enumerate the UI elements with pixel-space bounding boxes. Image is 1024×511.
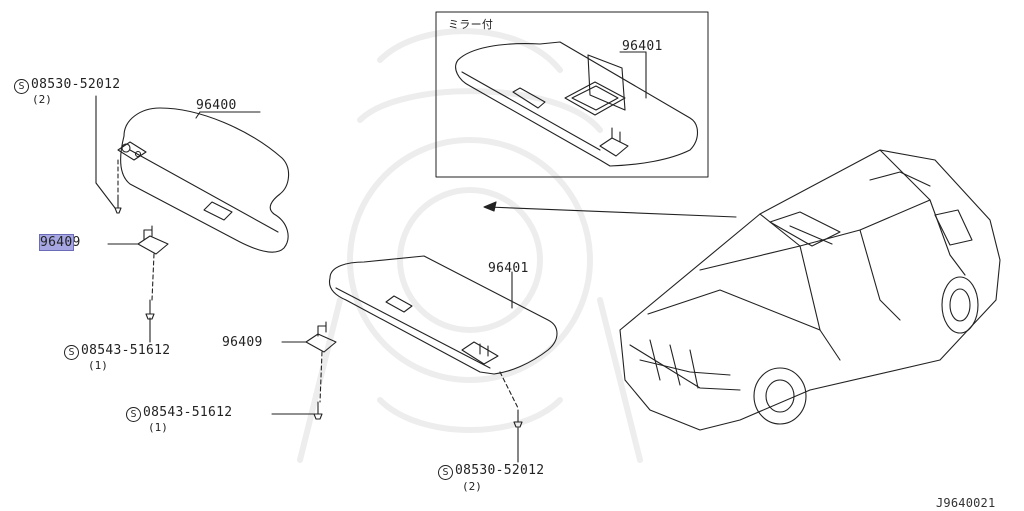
holder-left	[137, 225, 169, 301]
screw-top-left	[114, 159, 122, 214]
s-mark-icon: S	[14, 79, 29, 94]
visor-right	[328, 255, 558, 375]
visor-left-label[interactable]: 96400	[196, 98, 237, 113]
screw-bottom	[499, 371, 523, 428]
holder-right-label[interactable]: 96409	[222, 335, 263, 350]
inset-frame	[435, 11, 709, 178]
inset-part-label[interactable]: 96401	[622, 39, 663, 54]
screw-left-bottom	[145, 299, 155, 320]
visor-left	[117, 107, 290, 253]
arrow-line	[487, 206, 737, 218]
screw-bottom-qty: (2)	[462, 480, 482, 493]
inset-title: ミラー付	[448, 18, 494, 31]
watermark-emblem	[297, 28, 643, 463]
station-wagon-car	[619, 149, 1001, 431]
screw-top-left-qty: (2)	[32, 93, 52, 106]
highlighted-part-number: 9640	[39, 234, 74, 251]
arrow-head	[483, 201, 497, 212]
screw-mid	[313, 401, 323, 420]
inset-visor-with-mirror	[455, 41, 699, 167]
visor-right-label[interactable]: 96401	[488, 261, 529, 276]
screw-left-bottom-qty: (1)	[88, 359, 108, 372]
screw-mid-qty: (1)	[148, 421, 168, 434]
holder-left-label[interactable]: 96409	[39, 234, 81, 251]
s-mark-icon: S	[438, 465, 453, 480]
s-mark-icon: S	[126, 407, 141, 422]
diagram-reference-code: J9640021	[936, 496, 996, 510]
holder-right	[305, 321, 337, 403]
s-mark-icon: S	[64, 345, 79, 360]
